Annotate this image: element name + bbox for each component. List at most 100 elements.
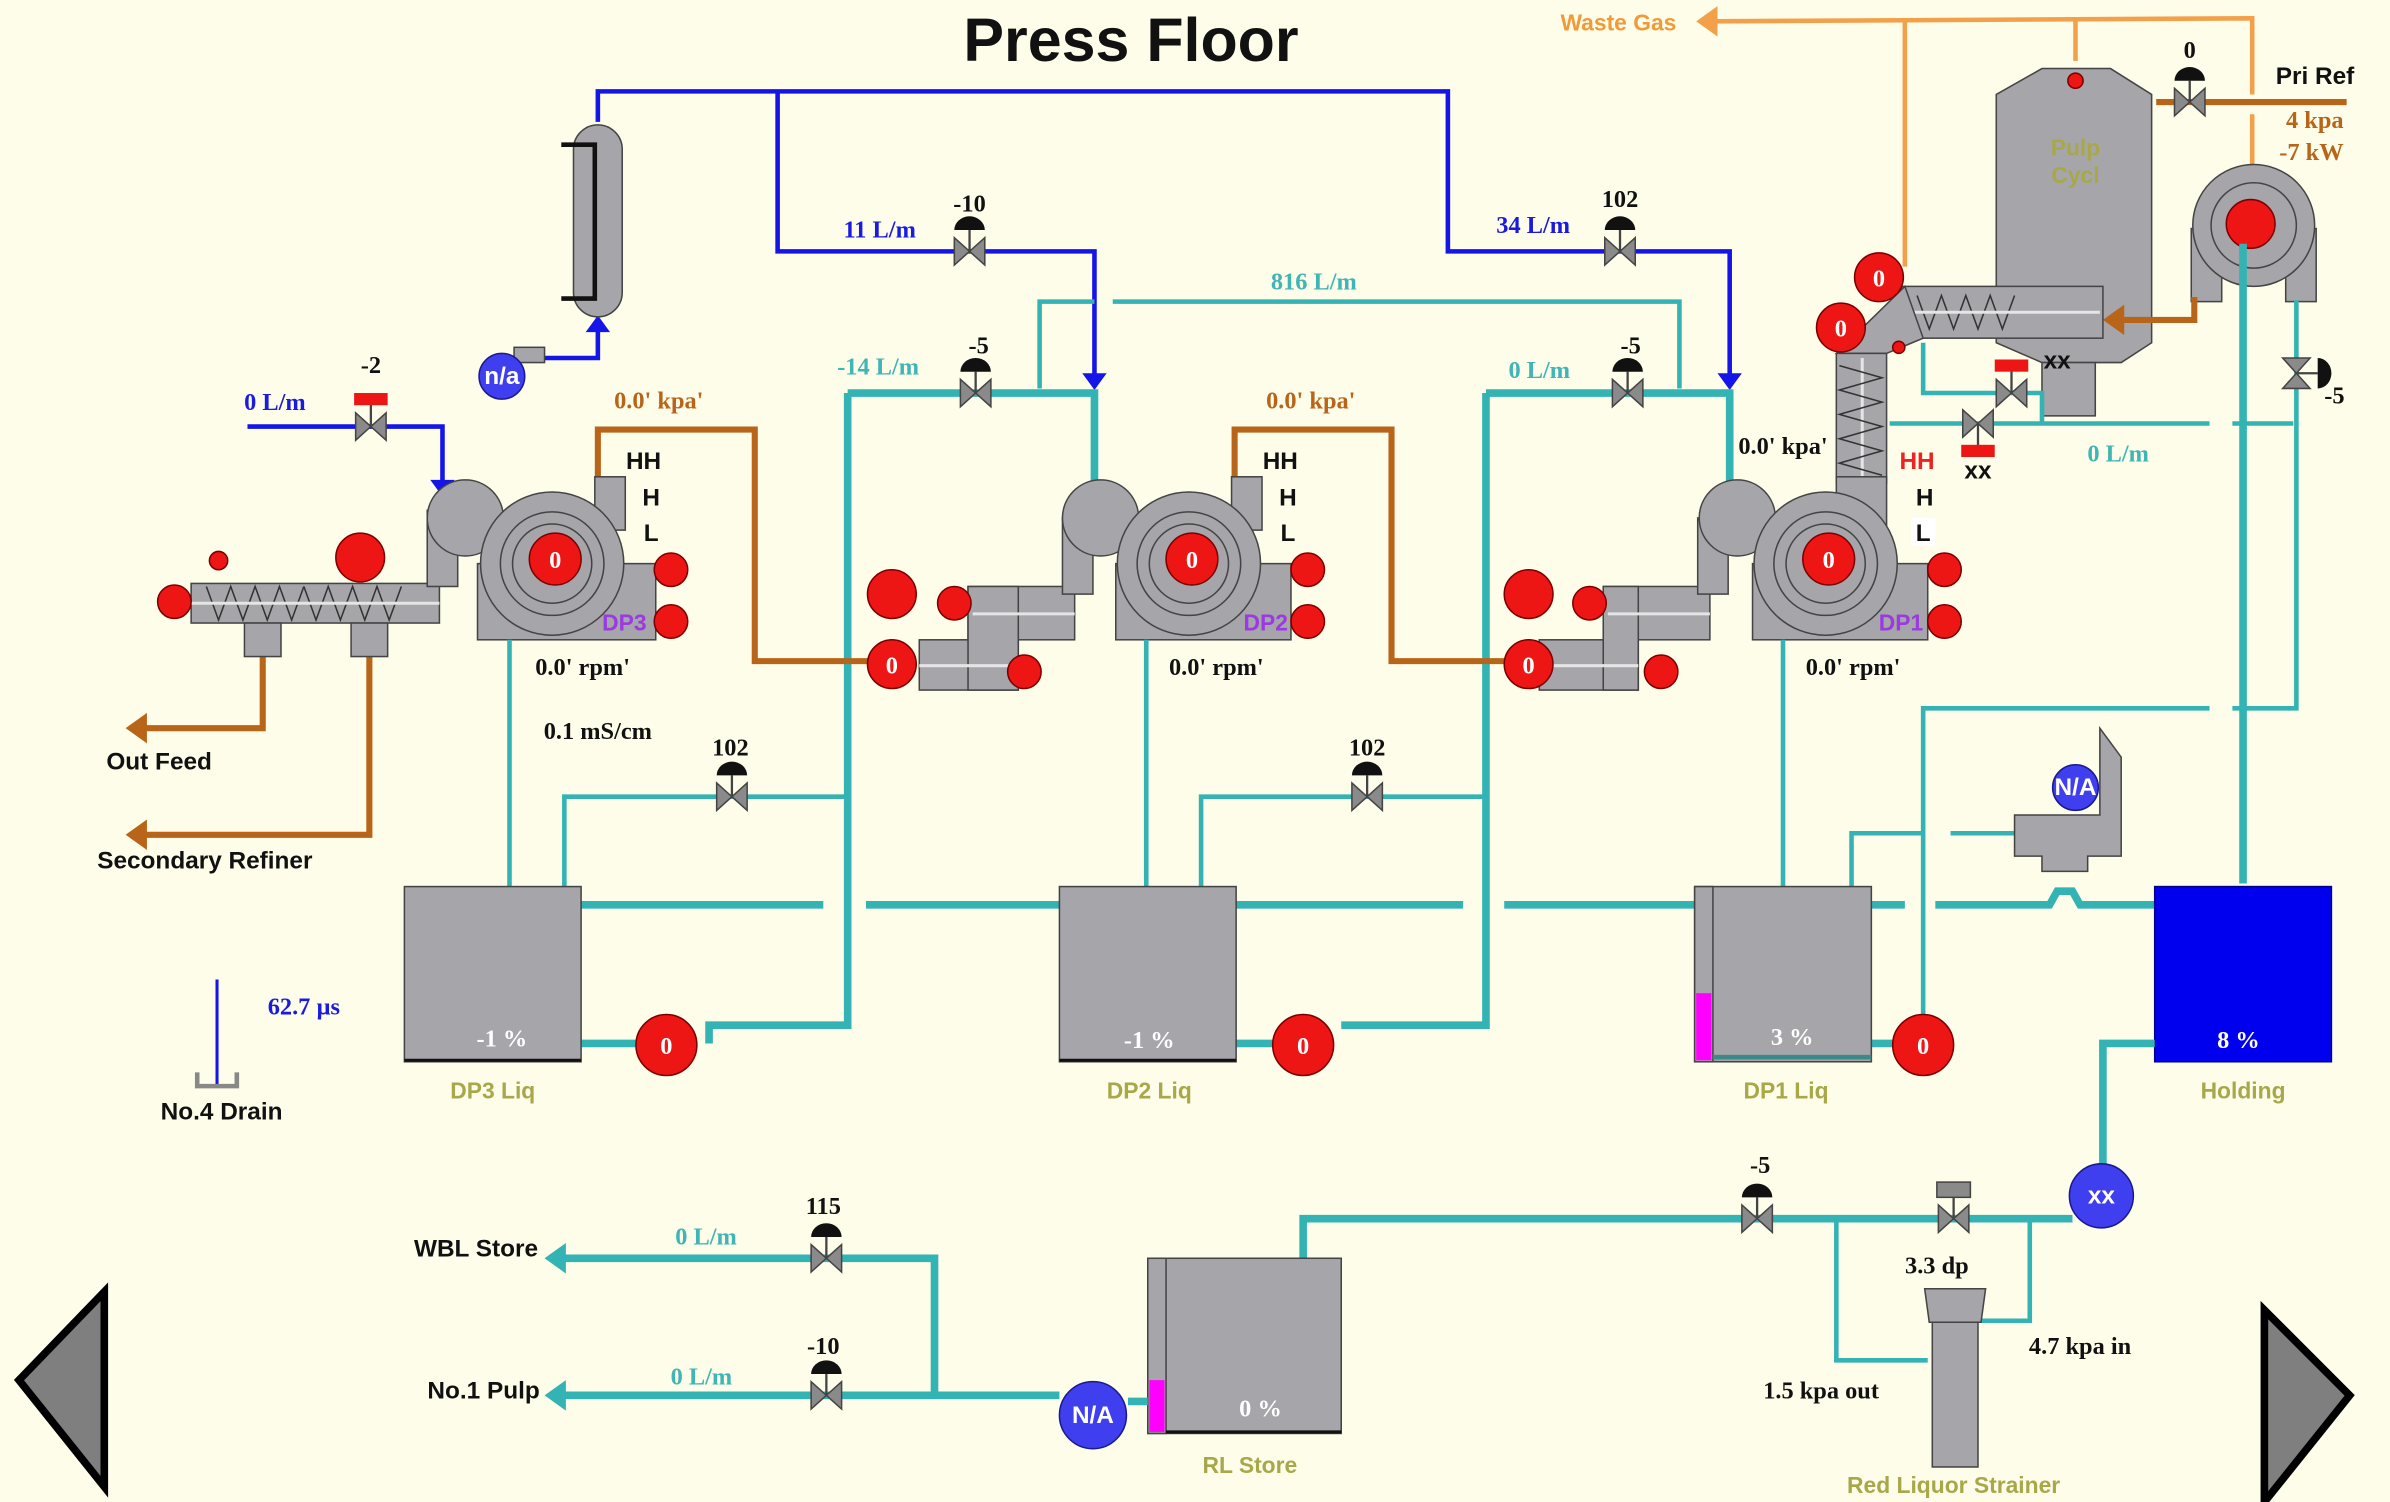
tank-holding-name: Holding <box>2201 1077 2286 1103</box>
tank-holding-level: 8 % <box>2217 1027 2260 1054</box>
seal-tank-status-text: N/A <box>2055 774 2097 801</box>
cyclone-fan[interactable] <box>2190 163 2317 303</box>
dp2-screw-motor[interactable] <box>866 639 917 690</box>
wbl-store-valve-value: 115 <box>806 1193 841 1220</box>
red-liquor-strainer[interactable] <box>1923 1287 1987 1468</box>
holding-pump[interactable] <box>2068 1163 2135 1229</box>
strainer-inlet-valve[interactable] <box>1740 1182 1774 1234</box>
tank-dp2-liq[interactable] <box>1058 885 1237 1063</box>
holding-pump-status: xx <box>2088 1182 2116 1209</box>
press-dp3[interactable] <box>190 476 657 658</box>
dp1-name: DP1 <box>1879 610 1924 636</box>
dp2-screw-alarm <box>936 585 972 621</box>
tank-dp2-liq-pump[interactable] <box>1271 1013 1335 1077</box>
dp3-screw-alarm-2 <box>208 550 229 571</box>
cyclone-liquor-valve-top[interactable] <box>1993 358 2030 408</box>
strainer-in: 4.7 kpa in <box>2029 1333 2132 1360</box>
cyclone-liquor-valve-bottom[interactable] <box>1960 408 1996 459</box>
dp1-inlet-alarm <box>1503 568 1554 620</box>
dp2-motor-value: 0 <box>1186 547 1198 574</box>
wbl-store-arrow <box>544 1243 566 1274</box>
seal-tank[interactable] <box>2013 725 2122 873</box>
pri-ref-label: Pri Ref <box>2276 63 2355 90</box>
dp2-level-l: L <box>1280 520 1295 547</box>
cyclone-liquor-valve-top-value: xx <box>2044 348 2072 375</box>
cyclone-screw-motor-1[interactable] <box>1853 252 1905 303</box>
pulp-cyclone-label-2: Cycl <box>2051 162 2099 188</box>
dp1-level-l: L <box>1916 520 1931 547</box>
cyclone-liquor-valve-bottom-value: xx <box>1964 457 1992 484</box>
cyclone-alarm-indicator <box>2067 72 2084 90</box>
cyclone-screw[interactable] <box>1834 285 2104 484</box>
fan-drain-valve-value: -5 <box>2324 383 2344 410</box>
pulp-cyclone-label-1: Pulp <box>2051 134 2101 160</box>
holding-outlet-line <box>1299 1039 2155 1363</box>
dp2-level-hh: HH <box>1263 448 1298 475</box>
dp1-water-valve-value: 102 <box>1602 186 1639 213</box>
strainer-block-valve[interactable] <box>1936 1181 1972 1235</box>
tank-dp3-liq[interactable] <box>403 885 582 1063</box>
dp3-alarm-upper <box>653 552 689 588</box>
dp2-liquor-valve[interactable] <box>959 356 993 408</box>
liquor-header-flow: 816 L/m <box>1271 268 1357 295</box>
heat-exchanger[interactable] <box>561 124 623 318</box>
out-feed-arrow <box>125 712 147 744</box>
no1-pulp-valve-value: -10 <box>807 1333 839 1360</box>
dp1-motor[interactable] <box>1802 532 1856 586</box>
dp1-liquor-flow: 0 L/m <box>1508 357 1570 384</box>
seal-tank-status[interactable] <box>2051 763 2100 812</box>
no1-pulp-flow: 0 L/m <box>671 1364 733 1391</box>
no1-pulp-valve[interactable] <box>809 1359 843 1411</box>
tank-dp1-liq-pump[interactable] <box>1891 1013 1955 1077</box>
dp2-water-valve[interactable] <box>953 215 986 267</box>
fan-return-line <box>2118 297 2198 323</box>
next-page-button[interactable] <box>2260 1300 2355 1502</box>
prev-page-button[interactable] <box>13 1282 109 1498</box>
heater-pump-status[interactable] <box>478 352 526 400</box>
tank-dp1-liq-level: 3 % <box>1771 1024 1814 1051</box>
dp2-recirc-valve[interactable] <box>1350 760 1384 812</box>
wbl-store-valve[interactable] <box>809 1222 843 1274</box>
dp3-level-hh: HH <box>626 448 661 475</box>
cyclone-screw-motor-2[interactable] <box>1815 302 1867 353</box>
dp3-screw-alarm-1 <box>156 584 192 620</box>
dp2-motor[interactable] <box>1165 532 1219 586</box>
dp2-screw-alarm-2 <box>1006 654 1042 690</box>
tank-holding[interactable] <box>2153 885 2333 1063</box>
dp3-recirc-valve[interactable] <box>715 760 749 812</box>
dp2-liquor-flow: -14 L/m <box>837 354 919 381</box>
tank-dp1-liq-level-bar <box>1696 993 1712 1061</box>
tank-dp3-liq-level: -1 % <box>477 1026 528 1053</box>
heater-pump-body <box>513 346 546 364</box>
dp1-water-valve[interactable] <box>1603 215 1637 267</box>
cyclone-screw-motor-2-value: 0 <box>1835 316 1847 343</box>
dp1-screw-motor-value: 0 <box>1523 652 1535 679</box>
tank-rl-store-level-bar <box>1149 1380 1165 1432</box>
tank-dp1-liq[interactable] <box>1693 885 1873 1063</box>
tank-dp3-liq-pump[interactable] <box>635 1013 698 1077</box>
dp3-screw-motor[interactable] <box>335 532 386 583</box>
dp1-liquor-valve[interactable] <box>1611 356 1645 408</box>
dp3-water-valve[interactable] <box>352 391 389 442</box>
press-dp1[interactable] <box>1538 476 1929 691</box>
dp3-motor-value: 0 <box>549 547 561 574</box>
press-dp2[interactable] <box>918 476 1292 691</box>
dp1-screw-motor[interactable] <box>1503 639 1554 690</box>
dp1-level-h: H <box>1916 485 1934 512</box>
dp1-screw-alarm <box>1572 585 1608 621</box>
dp1-alarm-upper <box>1926 552 1962 588</box>
tank-rl-store[interactable] <box>1147 1257 1343 1435</box>
tank-dp2-liq-name: DP2 Liq <box>1107 1077 1192 1103</box>
strainer-out: 1.5 kpa out <box>1763 1377 1879 1404</box>
dp3-motor[interactable] <box>528 532 582 586</box>
tank-dp3-liq-name: DP3 Liq <box>450 1077 535 1103</box>
dp3-level-l: L <box>644 520 659 547</box>
tank-rl-store-name: RL Store <box>1202 1452 1297 1478</box>
drain-label: No.4 Drain <box>161 1099 283 1126</box>
dp3-level-h: H <box>642 485 660 512</box>
rl-store-pump[interactable] <box>1058 1380 1128 1450</box>
pri-ref-valve[interactable] <box>2173 65 2207 117</box>
pri-ref-pressure: 4 kpa <box>2286 107 2344 134</box>
dp2-liquor-valve-value: -5 <box>969 332 989 359</box>
